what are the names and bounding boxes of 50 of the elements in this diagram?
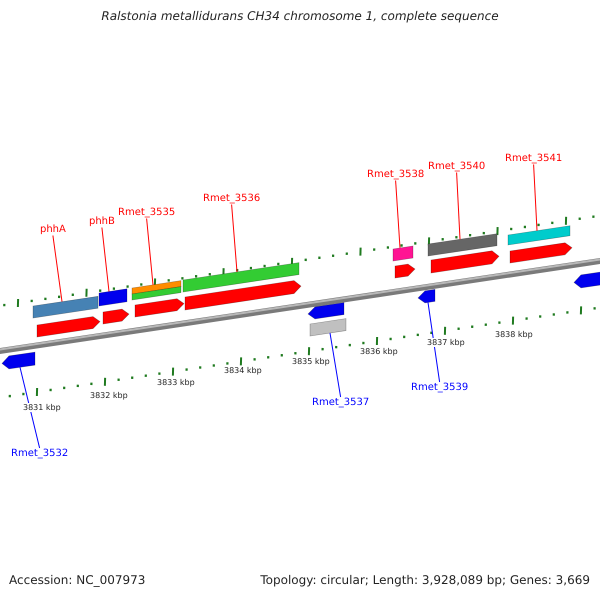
coding-region: [2, 352, 36, 370]
coding-region: [430, 250, 500, 274]
gene-bar: [182, 262, 300, 292]
leader-line: [52, 235, 62, 302]
gene-bar: [310, 318, 346, 336]
coding-region: [134, 298, 184, 318]
gene-label: Rmet_3539: [411, 382, 468, 394]
gene-bar: [428, 233, 498, 256]
coding-region: [184, 280, 302, 310]
scale-label: 3831 kbp: [22, 403, 62, 412]
leader-line: [101, 227, 110, 292]
gene-label: Rmet_3536: [203, 193, 260, 204]
gene-label: Rmet_3538: [367, 169, 424, 180]
gene-bar: [508, 225, 570, 246]
leader-line: [330, 332, 342, 398]
accession-note: Accession: NC_007973: [9, 574, 146, 588]
map-title: Ralstonia metallidurans CH34 chromosome 1, complete sequence: [100, 10, 500, 24]
scale-label: 3835 kbp: [291, 357, 331, 366]
scale-label: 3832 kbp: [89, 391, 129, 400]
gene-label: Rmet_3540: [428, 161, 486, 172]
coding-region: [418, 289, 436, 304]
gene-bar: [392, 246, 414, 262]
leader-line: [428, 302, 440, 382]
scale-label: 3834 kbp: [223, 366, 263, 376]
gene-bar: [32, 296, 98, 318]
scale-label: 3837 kbp: [426, 338, 466, 348]
gene-bar: [132, 280, 182, 300]
leader-line: [395, 180, 400, 248]
gene-label: Rmet_3532: [11, 448, 68, 460]
coding-region: [102, 308, 130, 324]
coding-region: [510, 242, 572, 264]
gene-label: Rmet_3541: [505, 153, 562, 164]
scale-label: 3833 kbp: [156, 378, 196, 388]
genome-stats-note: Topology: circular; Length: 3,928,089 bp; Genes: 3,669: [260, 574, 590, 588]
leader-line: [20, 366, 40, 448]
gene-label: phhB: [89, 216, 115, 228]
scale-label: 3836 kbp: [359, 347, 399, 356]
gene-bar: [98, 288, 128, 306]
coding-region: [308, 302, 344, 320]
scale-label: 3838 kbp: [494, 330, 534, 340]
leader-line: [231, 204, 238, 272]
coding-region: [36, 316, 100, 338]
leader-line: [456, 172, 460, 240]
coding-region: [574, 270, 600, 288]
gene-label: Rmet_3537: [312, 397, 370, 408]
leader-line: [533, 164, 538, 232]
gene-label: phhA: [40, 224, 66, 236]
leader-line: [146, 218, 154, 286]
gene-label: Rmet_3535: [118, 207, 176, 218]
coding-region: [394, 264, 416, 278]
